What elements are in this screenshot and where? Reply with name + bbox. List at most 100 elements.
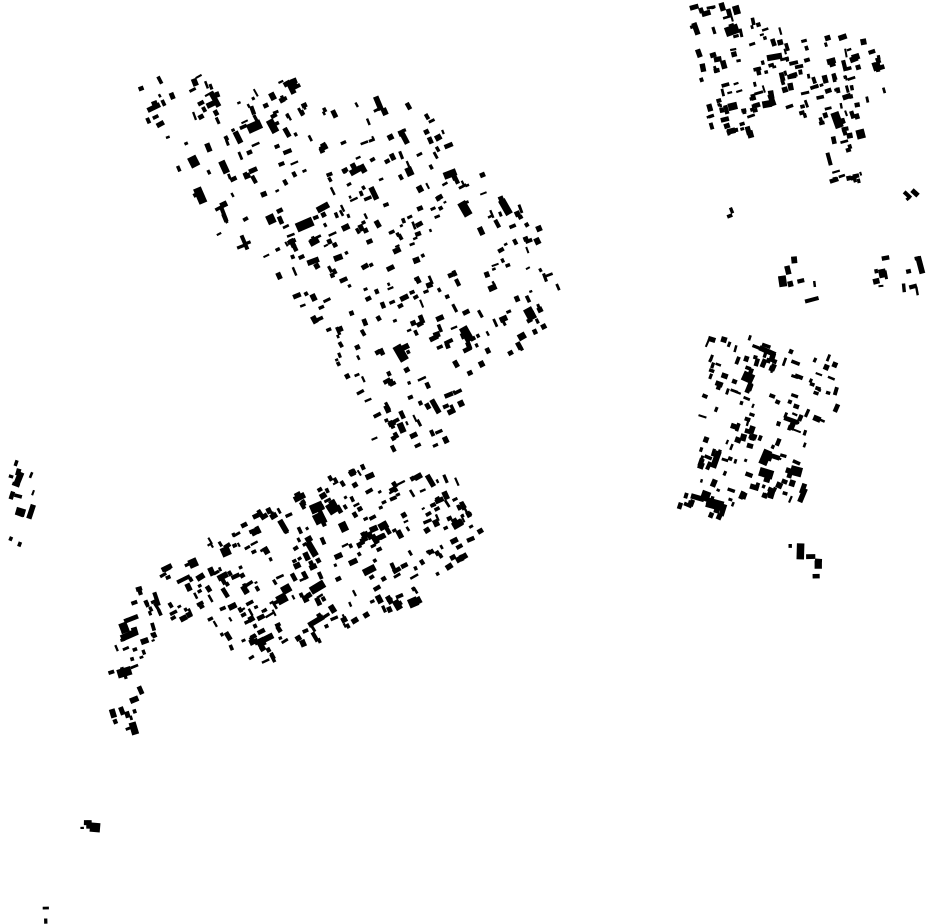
building — [405, 349, 411, 355]
building — [777, 275, 788, 288]
building — [207, 537, 213, 545]
building — [744, 384, 753, 394]
building — [739, 126, 745, 132]
building — [369, 599, 376, 604]
building — [216, 571, 229, 582]
building — [342, 622, 347, 629]
building — [790, 256, 798, 264]
building — [389, 444, 397, 453]
building — [396, 479, 406, 486]
building — [803, 408, 811, 418]
building — [297, 253, 306, 261]
building — [146, 102, 162, 113]
building — [844, 110, 848, 117]
building — [483, 270, 491, 279]
building — [340, 140, 347, 146]
building — [378, 177, 384, 182]
building — [540, 323, 548, 331]
building — [770, 444, 776, 450]
building — [430, 548, 435, 554]
building — [8, 536, 14, 542]
building — [276, 215, 285, 225]
building — [334, 504, 344, 515]
building — [118, 706, 126, 716]
building — [412, 294, 419, 301]
building — [458, 501, 466, 511]
building — [398, 150, 405, 160]
building — [513, 295, 521, 303]
building — [275, 271, 283, 281]
building — [435, 478, 440, 484]
building — [503, 242, 508, 247]
building — [325, 171, 333, 178]
building — [460, 180, 465, 186]
building — [808, 378, 814, 384]
building — [232, 531, 241, 538]
building — [767, 489, 776, 500]
building — [416, 151, 423, 158]
building — [275, 592, 289, 606]
building — [839, 117, 846, 125]
building — [727, 487, 736, 494]
building — [327, 176, 333, 183]
building — [354, 372, 360, 378]
building — [275, 573, 285, 580]
building — [418, 558, 426, 566]
buildings-layer — [8, 2, 926, 924]
building — [429, 398, 442, 415]
building — [845, 175, 852, 181]
building — [783, 48, 787, 55]
building — [308, 500, 325, 515]
building — [31, 489, 35, 496]
building — [107, 669, 115, 675]
building — [528, 289, 533, 294]
building — [831, 72, 838, 81]
building — [739, 400, 744, 406]
building — [433, 505, 441, 512]
building — [476, 527, 485, 535]
building — [812, 357, 818, 363]
building — [719, 107, 725, 114]
building — [415, 595, 423, 605]
building — [531, 328, 539, 336]
building — [555, 283, 561, 291]
building — [343, 495, 348, 500]
building — [282, 148, 293, 156]
building — [169, 609, 178, 617]
building — [314, 596, 323, 607]
building — [849, 84, 855, 91]
building — [183, 141, 189, 146]
building — [108, 708, 118, 719]
building — [762, 350, 768, 359]
building — [461, 513, 465, 518]
building — [436, 323, 444, 333]
building — [253, 604, 259, 610]
building — [827, 375, 836, 381]
building — [311, 512, 325, 526]
building — [232, 130, 244, 145]
building — [734, 422, 741, 432]
building — [125, 725, 134, 731]
building — [368, 524, 379, 534]
building — [825, 152, 833, 166]
building — [841, 126, 849, 132]
building — [790, 393, 799, 399]
building — [404, 166, 415, 178]
building — [384, 526, 392, 536]
building — [791, 412, 798, 417]
building — [152, 113, 160, 121]
building — [859, 38, 867, 46]
building — [177, 604, 182, 609]
building — [872, 277, 881, 285]
building — [802, 442, 807, 448]
building — [323, 243, 329, 248]
building — [272, 109, 279, 115]
building — [802, 429, 808, 436]
building — [13, 471, 25, 485]
building — [708, 113, 715, 119]
building — [407, 549, 413, 557]
building — [881, 87, 887, 94]
building — [752, 81, 757, 87]
building — [119, 628, 139, 642]
